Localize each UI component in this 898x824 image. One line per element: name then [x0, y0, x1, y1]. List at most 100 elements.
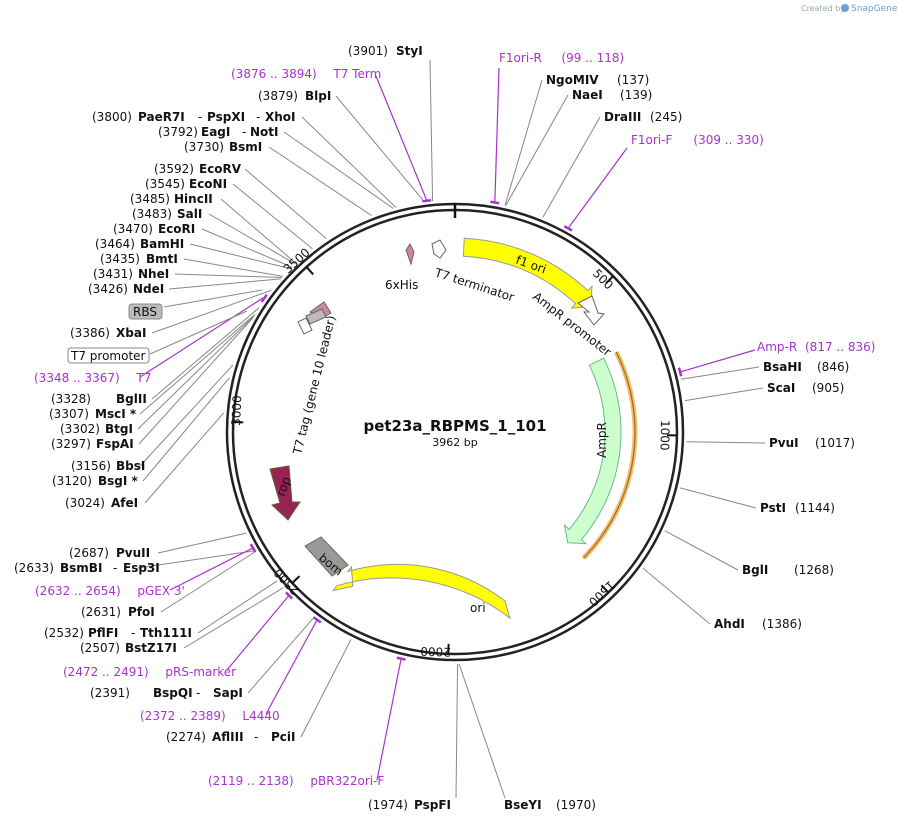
enzyme-position: (2507): [80, 641, 120, 655]
enzyme-leader-line: [157, 532, 247, 554]
primer-site: (2119 .. 2138)pBR322ori-F: [208, 774, 384, 788]
primer-site: (2472 .. 2491)pRS-marker: [63, 665, 236, 679]
primer-mark: [677, 367, 683, 377]
enzyme-leader-line: [283, 131, 394, 209]
enzyme-position: (3297): [51, 437, 91, 451]
primer-name: F1ori-F: [631, 133, 672, 147]
primer-leader-line: [680, 349, 756, 373]
enzyme-position: (3435): [100, 252, 140, 266]
enzyme-position: (139): [620, 88, 652, 102]
enzyme-position: (3592): [154, 162, 194, 176]
enzyme-position: (3470): [113, 222, 153, 236]
enzyme-site: (245)DraIII: [604, 110, 682, 124]
enzyme-name: BamHI: [140, 237, 184, 251]
enzyme-site: (2631)PfoI: [81, 605, 155, 619]
enzyme-site: (3156)BbsI: [71, 459, 145, 473]
enzyme-site: (3483)SalI: [132, 207, 202, 221]
enzyme-name: AfeI: [111, 496, 138, 510]
enzyme-leader-line: [680, 366, 760, 380]
enzyme-position: (3120): [52, 474, 92, 488]
enzyme-leader-line: [197, 580, 278, 634]
t7-tag-marker: [297, 317, 313, 335]
enzyme-position: (3328): [51, 392, 91, 406]
enzyme-name: StyI: [396, 44, 423, 58]
enzyme-name: EagI: [201, 125, 230, 139]
enzyme-name: XbaI: [116, 326, 146, 340]
primer-range: (3348 .. 3367): [34, 371, 120, 385]
primer-mark: [285, 591, 294, 600]
t7-terminator-arrow: [431, 239, 447, 259]
primer-leader-line: [375, 75, 428, 200]
enzyme-name: PflFI: [88, 626, 118, 640]
enzyme-site: (3297)FspAI: [51, 437, 134, 451]
primer-site: (2372 .. 2389) L4440: [140, 709, 280, 723]
enzyme-leader-line: [686, 441, 766, 444]
enzyme-site: (3386) XbaI: [70, 326, 146, 340]
enzyme-position: (2631): [81, 605, 121, 619]
enzyme-name: PvuI: [769, 436, 799, 450]
enzyme-position: (2532): [44, 626, 84, 640]
tick-label: 3500: [281, 245, 313, 276]
enzyme-leader-line: [142, 377, 230, 482]
enzyme-leader-line: [208, 213, 296, 265]
primer-mark: [396, 656, 406, 661]
primer-range: (2372 .. 2389): [140, 709, 226, 723]
primer-mark: [563, 225, 573, 232]
enzyme-site: (1268)BglI: [742, 563, 834, 577]
t7-tag-label: T7 tag (gene 10 leader): [290, 314, 338, 457]
tick-label: 1000: [658, 420, 672, 451]
enzyme-leader-line: [174, 273, 282, 279]
tick-mark: [605, 275, 614, 284]
enzyme-leader-line: [151, 307, 260, 400]
primer-leader-line: [494, 67, 500, 202]
primer-leader-line: [376, 659, 402, 781]
enzyme-separator: -: [198, 110, 202, 124]
primer-range: (99 .. 118): [561, 51, 624, 65]
ampr-primer-line: [583, 351, 636, 559]
enzyme-position: (137): [617, 73, 649, 87]
tick-label: 500: [590, 266, 616, 292]
primer-name: T7 Term: [332, 67, 381, 81]
enzyme-leader-line: [504, 79, 543, 206]
rbs-text: RBS: [133, 305, 157, 319]
enzyme-name: PspXI: [207, 110, 245, 124]
his-tag-label: 6xHis: [385, 278, 418, 292]
enzyme-position: (3464): [95, 237, 135, 251]
enzyme-position: (1268): [794, 563, 834, 577]
enzyme-leader-line: [664, 530, 739, 571]
snapgene-logo-icon: [841, 4, 849, 12]
enzyme-name: BmtI: [146, 252, 178, 266]
enzyme-site: (3328)BglII: [51, 392, 147, 406]
primer-name: F1ori-R: [499, 51, 542, 65]
primer-name: Amp-R: [757, 340, 797, 354]
ampr-label: AmpR: [595, 422, 609, 458]
enzyme-leader-line: [139, 364, 234, 467]
enzyme-separator: -: [256, 110, 260, 124]
enzyme-position: (3545): [145, 177, 185, 191]
primer-name: L4440: [242, 709, 279, 723]
enzyme-site: (139)NaeI: [572, 88, 652, 102]
enzyme-leader-line: [244, 168, 327, 240]
primer-site: (3876 .. 3894)T7 Term: [231, 67, 381, 81]
t7-promoter-text: T7 promoter: [70, 349, 146, 363]
ori-label: ori: [470, 601, 486, 615]
primer-range: (309 .. 330): [693, 133, 763, 147]
enzyme-separator: -: [242, 125, 246, 139]
enzyme-position: (3386): [70, 326, 110, 340]
enzyme-leader-line: [642, 567, 711, 625]
enzyme-site: (1144)PstI: [760, 501, 835, 515]
enzyme-name: EcoNI: [189, 177, 227, 191]
enzyme-position: (3901): [348, 44, 388, 58]
enzyme-leader-line: [183, 587, 284, 649]
primer-mark: [249, 543, 257, 553]
enzyme-name: DraIII: [604, 110, 641, 124]
tick-mark: [600, 584, 610, 594]
enzyme-name: HincII: [174, 192, 213, 206]
enzyme-leader-line: [138, 317, 254, 445]
tick-label: 3000: [229, 395, 244, 426]
enzyme-position: (1970): [556, 798, 596, 812]
enzyme-name: BspQI: [153, 686, 193, 700]
